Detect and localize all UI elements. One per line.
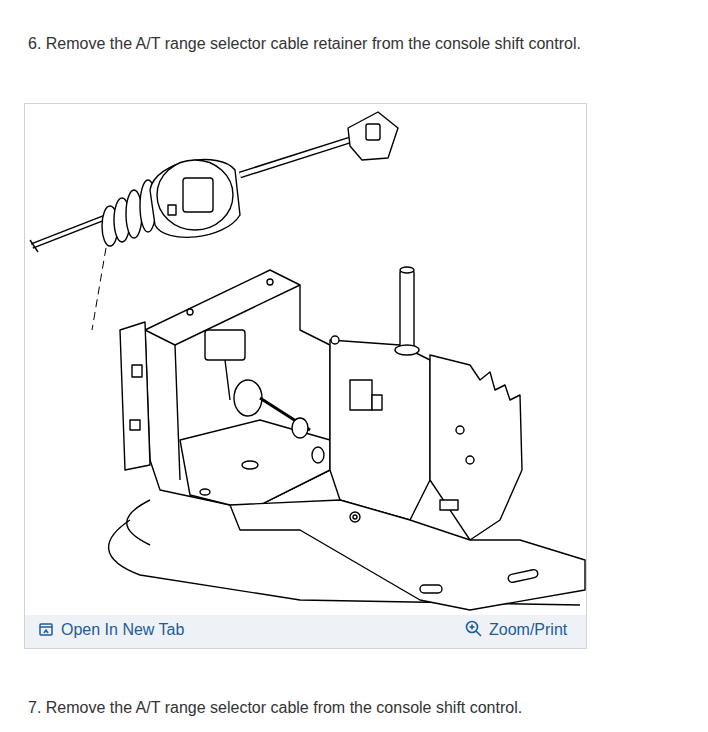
image-frame — [25, 104, 587, 649]
zoom-icon — [467, 622, 482, 637]
toolbar-link: Zoom/Print — [489, 620, 567, 640]
step-text: 6. Remove the A/T range selector cable r… — [28, 34, 581, 54]
toolbar-band — [25, 615, 586, 648]
step-text: 7. Remove the A/T range selector cable f… — [28, 698, 522, 718]
toolbar-link: Open In New Tab — [61, 620, 184, 640]
shift-control-drawing — [30, 112, 585, 610]
new-tab-icon — [40, 624, 52, 635]
